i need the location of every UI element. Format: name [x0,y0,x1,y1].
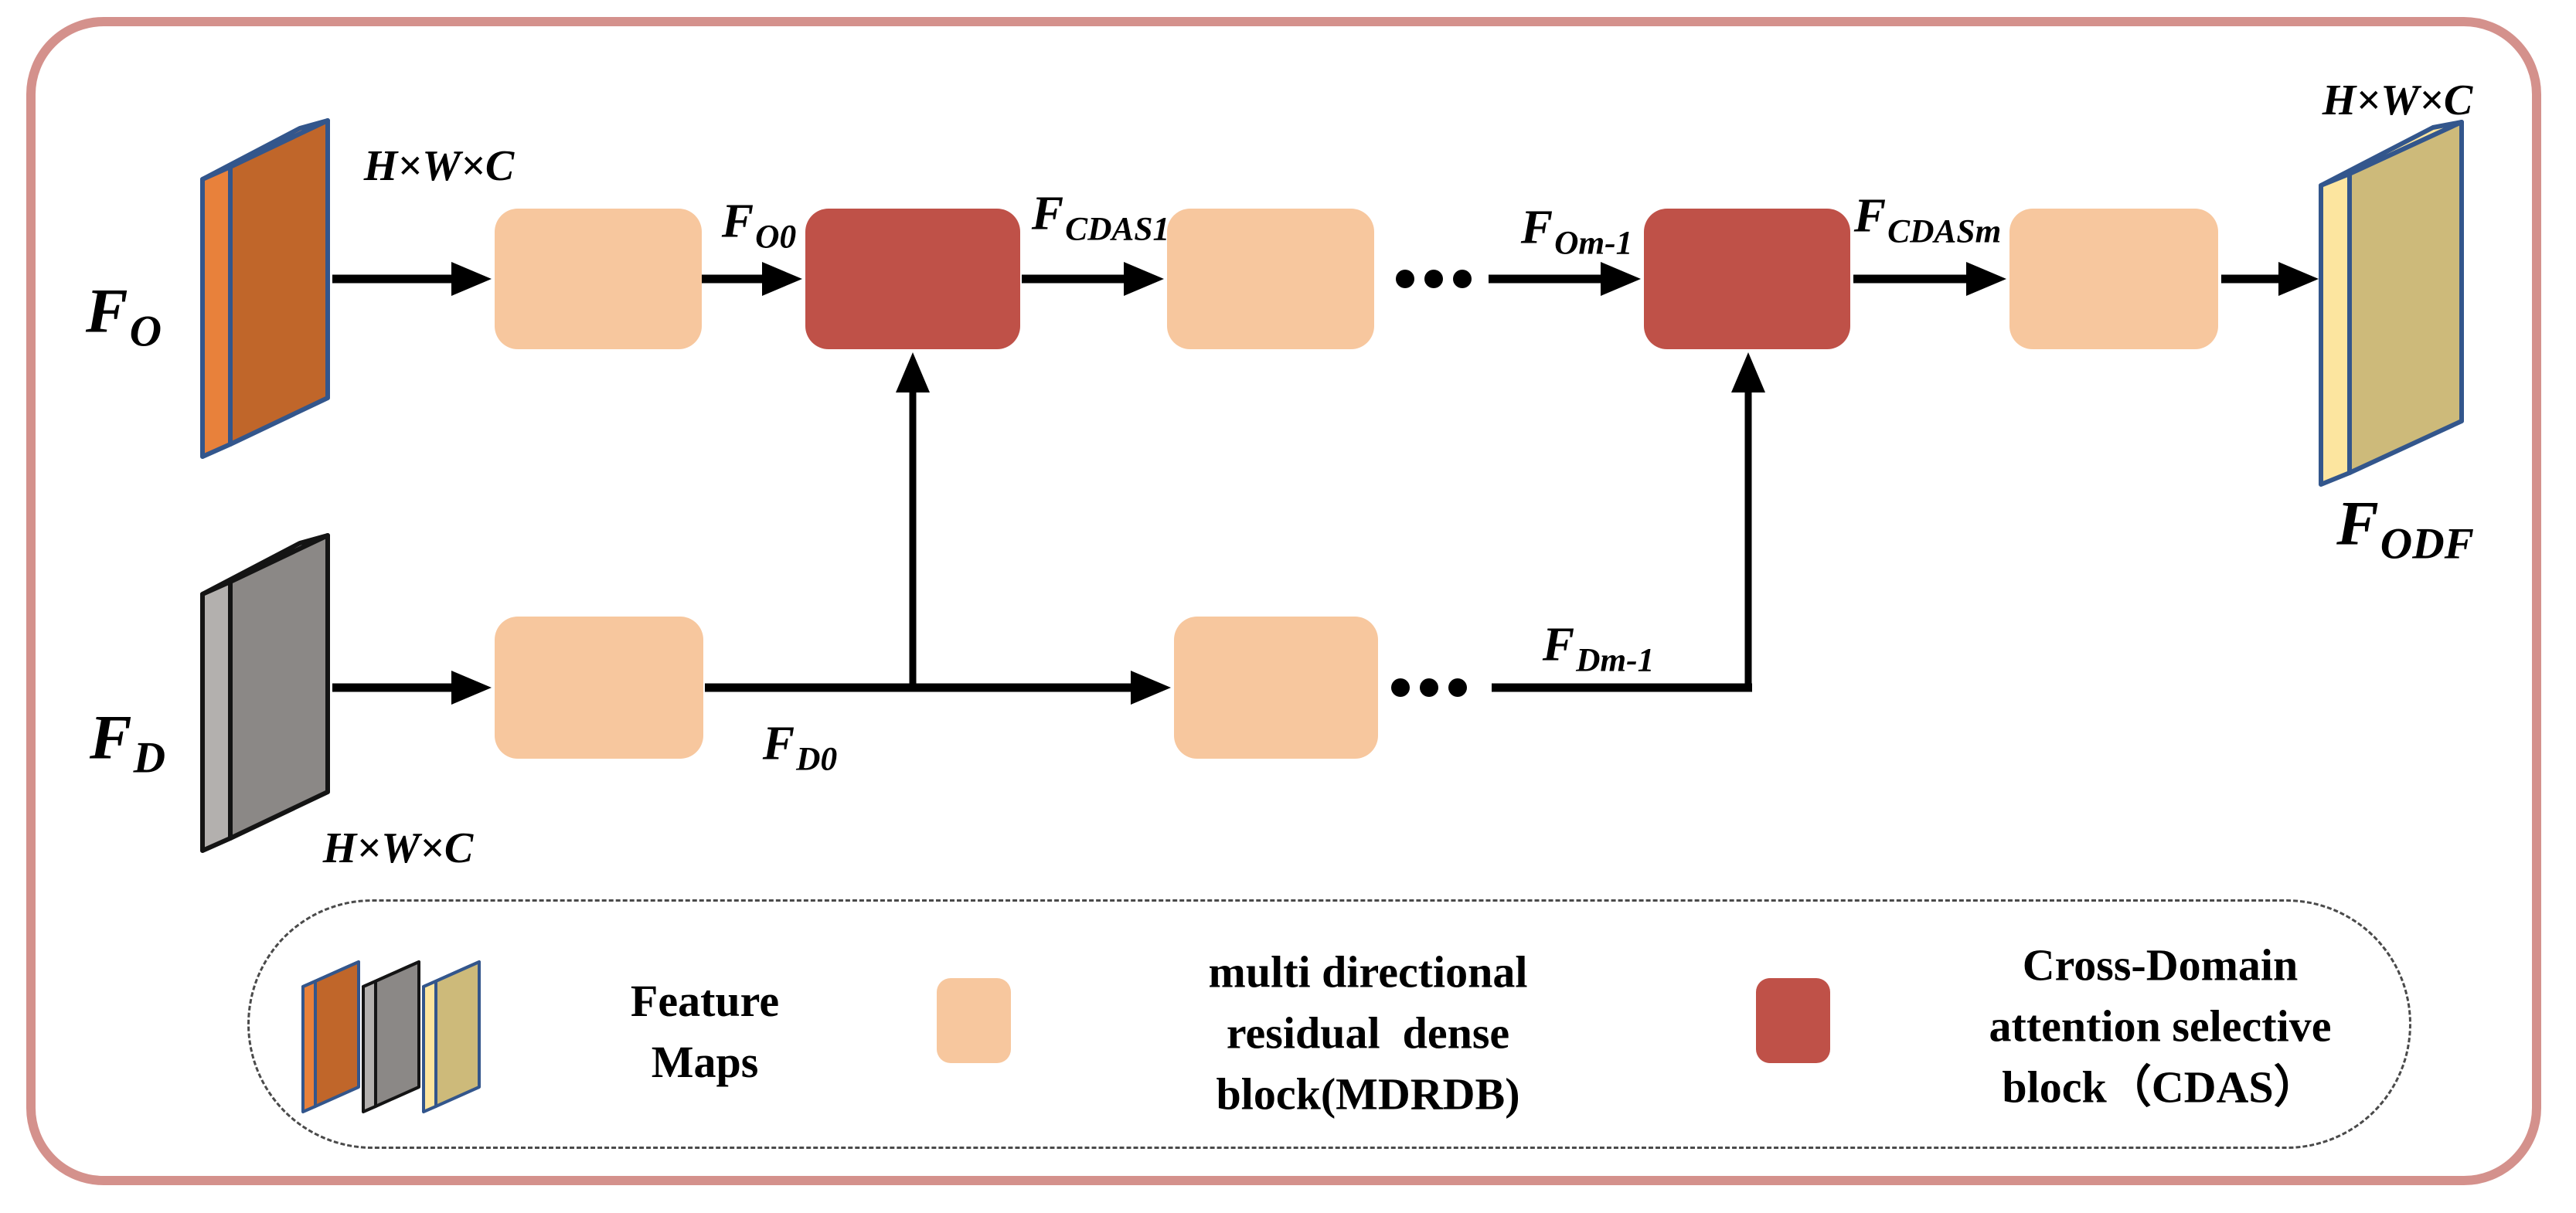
arrow-fdm-1-to-cdas2 [1731,352,1765,691]
legend-box [247,899,2411,1149]
label-hwc-bottom-left: H×W×C [322,824,474,872]
mdrdb-block-top-1 [495,209,702,349]
diagram-frame [26,17,2541,1185]
arrow-mdrdb3-to-fodf [2221,262,2319,296]
label-f-d0: FD0 [762,717,838,778]
ellipsis-dots-icon-top [1396,270,1472,288]
label-hwc-top-left: H×W×C [363,142,515,190]
label-f-cdas1: FCDAS1 [1031,187,1170,248]
label-fd: FD [89,702,166,783]
feature-map-slab-fodf-icon [2319,120,2464,487]
legend-label-mdrdb: multi directional residual dense block(M… [1208,946,1528,1120]
label-f-cdasm: FCDASm [1853,189,2002,250]
legend-label-feature-maps: Feature Maps [630,976,780,1087]
arrow-mdrdb-d1-to-mdrdb-d2 [705,671,1171,705]
arrow-mdrdb1-to-cdas1 [699,262,802,296]
arrow-cdas1-to-mdrdb2 [1022,262,1164,296]
arrow-fd-to-mdrdb-d1 [332,671,492,705]
mdrdb-block-top-2 [1167,209,1374,349]
label-f-dm-1: FDm-1 [1542,618,1655,679]
mdrdb-block-bottom-1 [495,617,703,759]
label-fo: FO [85,275,162,356]
legend-mdrdb-swatch [937,978,1011,1063]
cdas-block-m [1644,209,1850,349]
label-hwc-top-right: H×W×C [2322,76,2473,124]
arrow-cdas2-to-mdrdb3 [1853,262,2006,296]
feature-map-slab-fo-icon [200,118,330,459]
feature-map-slab-fd-icon [200,533,330,853]
mdrdb-block-top-3 [2009,209,2218,349]
mdrdb-block-bottom-2 [1174,617,1378,759]
label-f-om-1: FOm-1 [1520,201,1633,262]
arrow-to-cdas2 [1489,262,1641,296]
cdas-block-1 [805,209,1020,349]
ellipsis-dots-icon-bottom [1391,678,1467,697]
legend-cdas-swatch [1756,978,1830,1063]
arrow-fo-to-mdrdb1 [332,262,492,296]
label-f-o0: FO0 [721,195,797,256]
label-fodf: FODF [2336,488,2474,569]
legend-label-cdas: Cross-Domain attention selective block（C… [1989,939,2332,1113]
arrow-fd0-branch-to-cdas1 [896,352,930,688]
